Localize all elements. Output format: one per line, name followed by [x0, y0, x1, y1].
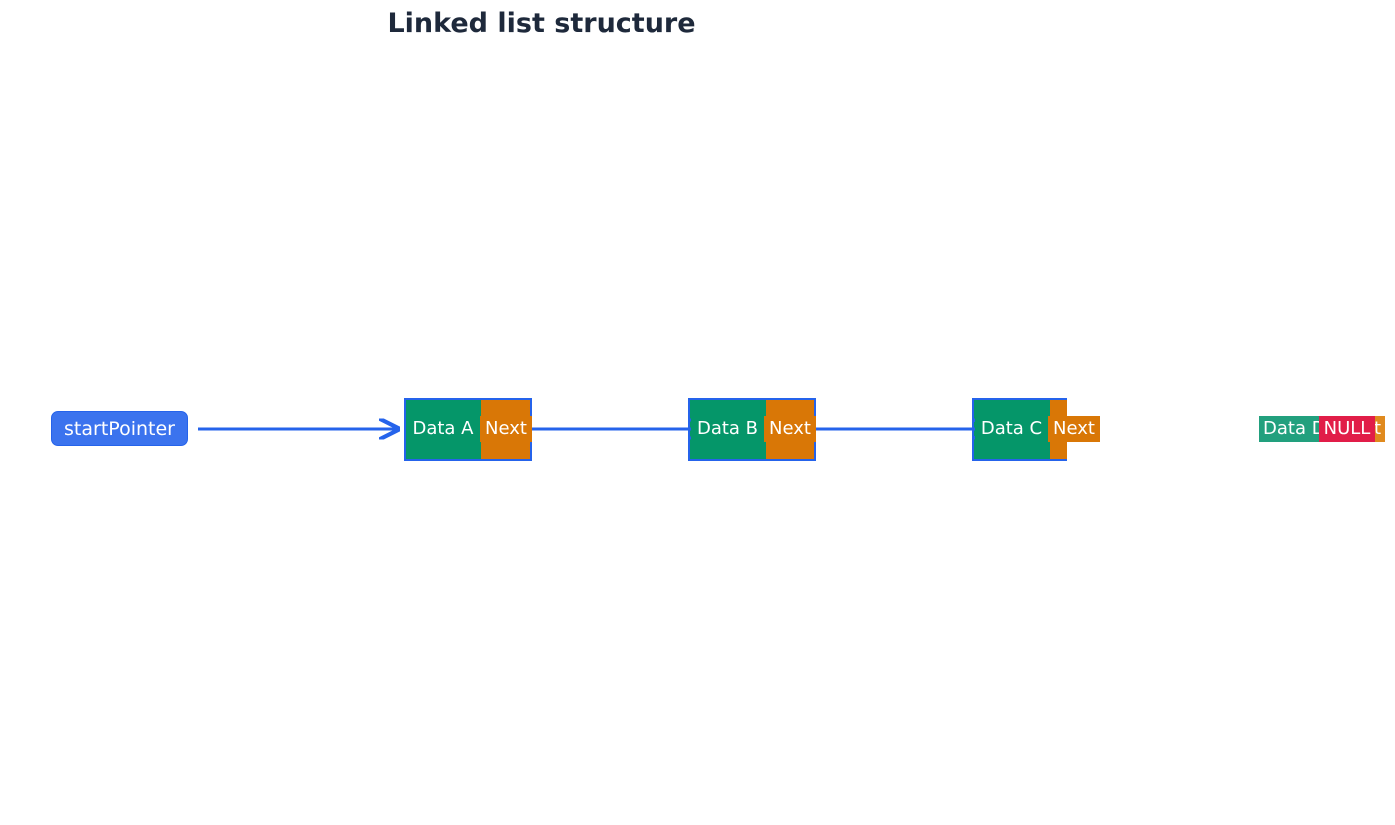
node-c-data-label: Data C	[975, 416, 1048, 442]
node-d-null-label: NULL	[1319, 416, 1375, 442]
node-a-data-label: Data A	[407, 416, 479, 442]
start-pointer: startPointer	[51, 411, 188, 446]
node-d-data-label: Data D	[1259, 416, 1319, 442]
node-c-next-label: Next	[1048, 416, 1100, 442]
node-b-next-label: Next	[764, 416, 816, 442]
diagram-title: Linked list structure	[387, 8, 696, 39]
node-b-data-label: Data B	[691, 416, 764, 442]
node-a-next-label: Next	[480, 416, 532, 442]
